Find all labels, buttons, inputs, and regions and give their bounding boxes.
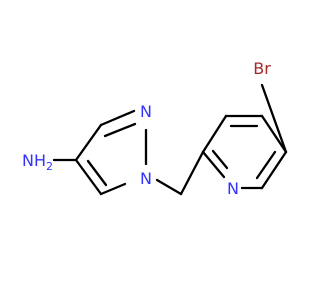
pyrazole-n1-label: N (140, 169, 152, 188)
bond-lines (52, 83, 288, 196)
bond-c2-n-inner (211, 149, 229, 170)
bond-c6-c5-inner (255, 150, 277, 180)
bond-n1-ch2 (155, 178, 183, 196)
pyrazole-n2-label: N (140, 102, 152, 121)
bromine-label: Br (253, 59, 271, 78)
molecule-structure: NH2 N N N Br (22, 59, 288, 198)
bond-ch2-c2 (179, 150, 205, 196)
bond-c4-n2-inner (103, 122, 137, 138)
bond-c3-c4-inner (86, 159, 108, 187)
pyridine-n-label: N (227, 179, 239, 198)
bond-c5-n1 (99, 182, 127, 196)
bond-c5-c4 (260, 114, 288, 154)
bond-c4-n2 (99, 109, 136, 127)
amine-label: NH2 (22, 151, 53, 173)
bond-c3-c2 (201, 114, 228, 154)
amine-symbol: NH (22, 151, 46, 170)
bond-c6-c5 (260, 150, 288, 190)
bond-c4-c5 (74, 123, 103, 162)
bond-c3-c4 (74, 158, 103, 196)
atom-labels: NH2 N N N Br (22, 59, 271, 198)
amine-subscript: 2 (46, 160, 53, 173)
bond-c2-n (201, 150, 226, 179)
bond-c5-br (260, 83, 288, 154)
